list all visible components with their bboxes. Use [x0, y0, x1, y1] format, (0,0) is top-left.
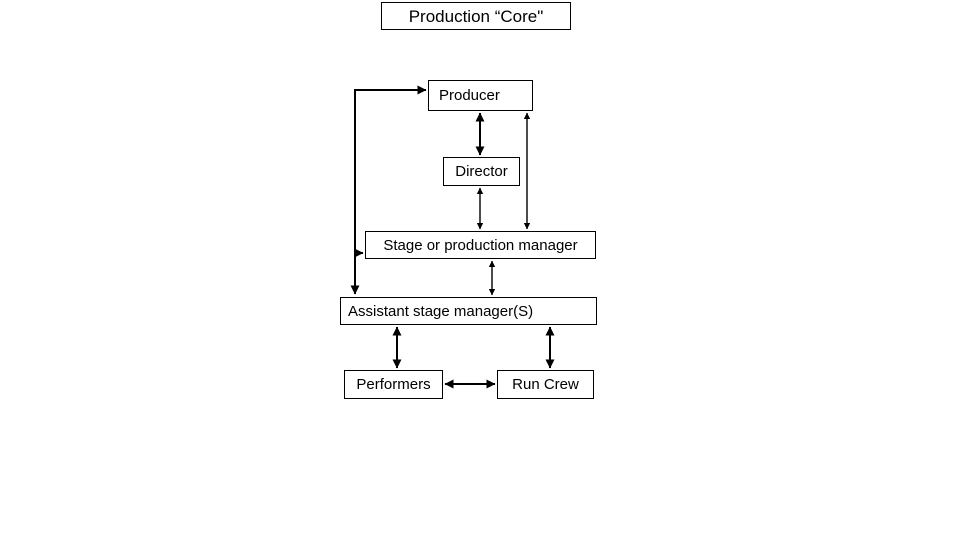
- node-producer: Producer: [428, 80, 533, 111]
- node-performers: Performers: [344, 370, 443, 399]
- node-assistant-stage-manager: Assistant stage manager(S): [340, 297, 597, 325]
- node-stage-manager-label: Stage or production manager: [383, 236, 578, 254]
- node-director: Director: [443, 157, 520, 186]
- diagram-title: Production “Core": [408, 6, 544, 26]
- connector-producer-assistant-elbow: [350, 85, 427, 295]
- node-producer-label: Producer: [439, 87, 500, 104]
- node-assistant-stage-manager-label: Assistant stage manager(S): [348, 302, 534, 320]
- node-run-crew-label: Run Crew: [512, 376, 579, 393]
- node-director-label: Director: [455, 163, 508, 180]
- node-performers-label: Performers: [356, 376, 431, 393]
- diagram-title-box: Production “Core": [381, 2, 571, 30]
- node-run-crew: Run Crew: [497, 370, 594, 399]
- node-stage-manager: Stage or production manager: [365, 231, 596, 259]
